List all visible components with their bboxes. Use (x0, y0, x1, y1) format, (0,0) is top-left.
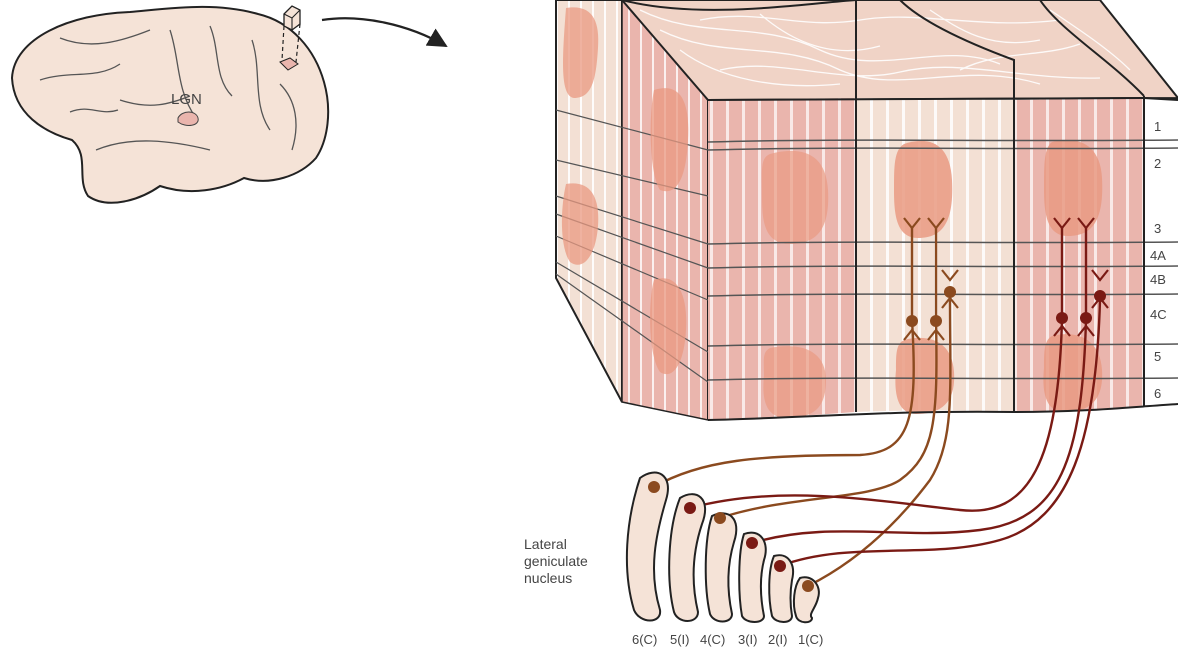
block-front-face (708, 96, 1178, 420)
lamina-label: 5(I) (670, 632, 690, 647)
blob (1043, 334, 1102, 412)
layer-label: 3 (1154, 221, 1161, 236)
lgn-title: Lateral geniculate nucleus (524, 536, 588, 586)
brain-illustration: LGN (12, 6, 446, 203)
layer-label: 4A (1150, 248, 1166, 263)
layer-label: 5 (1154, 349, 1161, 364)
lamina-label: 4(C) (700, 632, 725, 647)
blob (895, 338, 954, 414)
blob (762, 151, 828, 244)
lamina-label: 1(C) (798, 632, 823, 647)
blob (1044, 140, 1102, 236)
lamina-label: 2(I) (768, 632, 788, 647)
lamina-4 (706, 513, 737, 621)
blob (894, 141, 952, 238)
lgn-title-line: geniculate (524, 553, 588, 569)
layer-label: 6 (1154, 386, 1161, 401)
blob (763, 346, 826, 418)
brain-lgn-label: LGN (171, 91, 202, 108)
lamina-label: 6(C) (632, 632, 657, 647)
lamina-6 (627, 473, 668, 621)
lgn-lamina-labels: 6(C) 5(I) 4(C) 3(I) 2(I) 1(C) (632, 632, 823, 647)
layer-label: 4B (1150, 272, 1166, 287)
layer-label: 2 (1154, 156, 1161, 171)
layer-label: 4C (1150, 307, 1167, 322)
lgn-title-line: nucleus (524, 570, 572, 586)
block-top-face (622, 0, 1178, 100)
lgn-title-line: Lateral (524, 536, 567, 552)
layer-label: 1 (1154, 119, 1161, 134)
lgn-marker (178, 112, 198, 125)
pointer-arrow (322, 18, 446, 46)
lamina-label: 3(I) (738, 632, 758, 647)
